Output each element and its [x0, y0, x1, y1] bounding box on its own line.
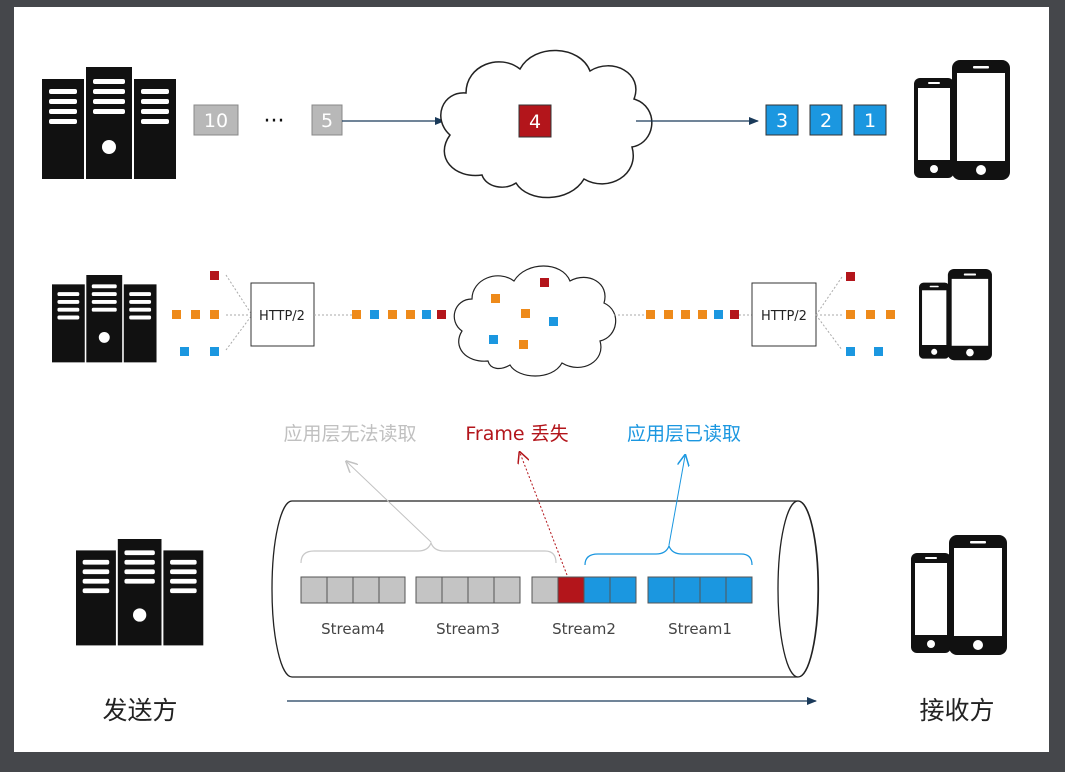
frame-blue: [489, 335, 498, 344]
packet-10: 10: [193, 104, 239, 136]
stream4-label: Stream4: [321, 620, 385, 638]
frame-red: [540, 278, 549, 287]
frame-blue: [422, 310, 431, 319]
sender-server-icon: [42, 67, 176, 179]
frame-blue: [846, 347, 855, 356]
diagram-svg: 10 ··· 5 4 3 2 1: [42, 49, 1010, 725]
frame-orange: [646, 310, 655, 319]
stream1-label: Stream1: [668, 620, 732, 638]
frame-orange: [491, 294, 500, 303]
left-stream-fan: [172, 271, 253, 356]
frame-orange: [172, 310, 181, 319]
receiver-phones-icon: [914, 60, 1010, 180]
packet-3-label: 3: [776, 110, 788, 132]
packet-10-label: 10: [204, 110, 228, 132]
row1-tcp-transfer: 10 ··· 5 4 3 2 1: [42, 49, 1010, 199]
frame-blue: [714, 310, 723, 319]
sender-server-icon-2: [52, 275, 157, 363]
brace-read: [584, 544, 753, 566]
row2-http2-multiplex: HTTP/2 HTTP/2: [52, 265, 992, 377]
sender-server-icon-3: [76, 539, 204, 646]
arrow-unreadable: [347, 462, 432, 543]
frame-orange: [698, 310, 707, 319]
frame-blue: [180, 347, 189, 356]
packet-1: 1: [853, 104, 887, 136]
frame-orange: [210, 310, 219, 319]
frames-to-cloud: [352, 310, 446, 319]
cloud-icon-2: [453, 265, 617, 377]
frame-orange: [681, 310, 690, 319]
annotation-unreadable: 应用层无法读取: [283, 423, 416, 445]
packet-5: 5: [311, 104, 343, 136]
pipe-end: [777, 500, 819, 678]
frame-orange: [521, 309, 530, 318]
brace-unreadable: [300, 541, 557, 564]
http2-box-left: HTTP/2: [250, 282, 315, 347]
stream1-frames: [647, 576, 753, 604]
packet-4-label: 4: [529, 111, 541, 133]
frame-orange: [388, 310, 397, 319]
packet-3: 3: [765, 104, 799, 136]
receiver-label: 接收方: [919, 696, 994, 725]
packet-2-label: 2: [820, 110, 832, 132]
stream4-frames: [300, 576, 406, 604]
frame-orange: [519, 340, 528, 349]
lost-frame: [557, 576, 585, 604]
stream3-label: Stream3: [436, 620, 500, 638]
frame-orange: [352, 310, 361, 319]
right-stream-fan: [815, 272, 895, 356]
frame-orange: [846, 310, 855, 319]
packet-2: 2: [809, 104, 843, 136]
stream2-frames: [531, 576, 637, 604]
arrow-read: [668, 456, 685, 546]
frame-blue: [549, 317, 558, 326]
stream2-label: Stream2: [552, 620, 616, 638]
frame-orange: [866, 310, 875, 319]
frame-red: [730, 310, 739, 319]
http2-right-label: HTTP/2: [761, 309, 807, 324]
ellipsis: ···: [264, 109, 285, 134]
frame-red: [437, 310, 446, 319]
http2-left-label: HTTP/2: [259, 309, 305, 324]
frame-orange: [191, 310, 200, 319]
frame-red: [210, 271, 219, 280]
packet-1-label: 1: [864, 110, 876, 132]
frame-blue: [210, 347, 219, 356]
frames-from-cloud: [646, 310, 739, 319]
http2-box-right: HTTP/2: [751, 282, 817, 347]
packet-5-label: 5: [321, 110, 333, 132]
receiver-phones-icon-2: [919, 269, 992, 361]
sender-label: 发送方: [102, 696, 177, 725]
diagram-canvas: 10 ··· 5 4 3 2 1: [14, 7, 1049, 752]
frame-orange: [664, 310, 673, 319]
arrow-frame-lost: [520, 453, 568, 576]
annotation-frame-lost: Frame 丢失: [465, 423, 568, 445]
frame-blue: [370, 310, 379, 319]
frame-red: [846, 272, 855, 281]
frame-orange: [406, 310, 415, 319]
packet-4-lost: 4: [518, 104, 552, 138]
row3-tcp-head-of-line: 应用层无法读取 Frame 丢失 应用层已读取: [76, 423, 1007, 725]
annotation-read: 应用层已读取: [627, 423, 741, 445]
receiver-phones-icon-3: [911, 535, 1007, 655]
frame-blue: [874, 347, 883, 356]
stream3-frames: [415, 576, 521, 604]
frame-orange: [886, 310, 895, 319]
